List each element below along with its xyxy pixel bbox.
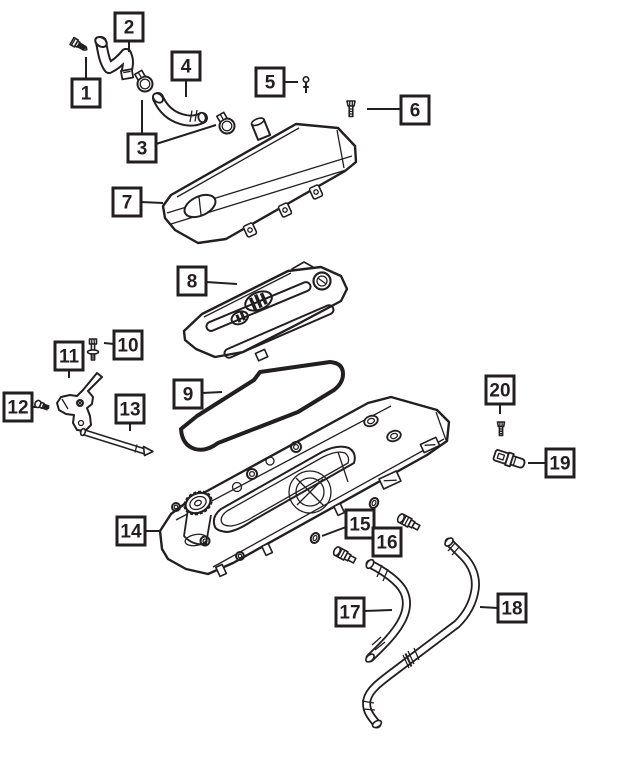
callout-label: 16 <box>376 533 397 554</box>
callout-label: 18 <box>501 599 522 620</box>
valve-cover <box>182 261 349 362</box>
callout-label: 12 <box>7 398 28 419</box>
callout-label: 20 <box>489 381 510 402</box>
breather-hose <box>152 92 208 127</box>
callout-box <box>176 265 208 297</box>
callout-label: 11 <box>59 347 80 368</box>
callout-5: 5 <box>254 66 298 98</box>
callout-14: 14 <box>115 515 159 547</box>
leader-line <box>140 201 164 204</box>
support-bracket <box>56 372 103 432</box>
callout-box <box>111 186 143 218</box>
callout-12: 12 <box>2 391 36 423</box>
callout-18: 18 <box>479 592 528 624</box>
sensor-bolt <box>496 421 506 437</box>
callout-box <box>484 374 516 406</box>
leader-line <box>155 124 217 145</box>
callout-label: 14 <box>120 522 142 543</box>
callout-box <box>70 77 102 109</box>
callout-label: 5 <box>265 73 276 94</box>
callout-box <box>112 329 144 361</box>
callout-box <box>496 592 528 624</box>
stud-bolt <box>86 338 100 361</box>
callout-box <box>334 596 366 628</box>
leader-line <box>205 281 238 285</box>
callout-11: 11 <box>53 340 85 378</box>
leader-line <box>201 391 223 394</box>
callout-label: 6 <box>410 101 421 122</box>
callout-box <box>399 94 431 126</box>
callout-box <box>113 11 145 43</box>
callout-box <box>544 447 576 479</box>
callout-label: 3 <box>137 139 148 160</box>
screw <box>34 399 50 411</box>
callout-1: 1 <box>70 57 102 109</box>
callout-box <box>2 391 34 423</box>
callout-box <box>254 66 286 98</box>
callout-7: 7 <box>111 186 164 218</box>
hose-fitting <box>332 546 357 564</box>
callout-label: 2 <box>124 18 135 39</box>
callout-label: 7 <box>122 193 133 214</box>
callout-label: 8 <box>187 272 198 293</box>
leader-line <box>479 606 499 609</box>
callout-4: 4 <box>170 50 202 97</box>
callout-label: 10 <box>117 336 138 357</box>
rocker-housing <box>158 395 451 578</box>
callout-10: 10 <box>103 329 144 361</box>
callout-box <box>115 515 147 547</box>
cover-emblem <box>230 290 273 326</box>
callout-label: 1 <box>81 84 92 105</box>
callout-box <box>371 526 403 558</box>
oil-drain-tube <box>79 427 154 457</box>
o-ring <box>368 496 380 510</box>
bolt <box>346 100 356 118</box>
callout-label: 17 <box>339 603 360 624</box>
leader-line <box>103 342 115 345</box>
leader-line <box>363 609 393 612</box>
hose-fitting <box>396 513 421 531</box>
callout-19: 19 <box>528 447 576 479</box>
vent-hose-long <box>361 537 480 729</box>
cover-gasket <box>179 360 345 452</box>
callout-15: 15 <box>321 508 376 540</box>
stud-pin <box>302 76 310 93</box>
callout-label: 19 <box>549 454 570 475</box>
callout-17: 17 <box>334 596 393 628</box>
callout-label: 13 <box>119 400 140 421</box>
callout-label: 15 <box>349 515 371 536</box>
callout-13: 13 <box>114 393 146 431</box>
callout-16: 16 <box>371 526 403 558</box>
callout-box <box>126 132 158 164</box>
leader-line <box>321 526 347 537</box>
callout-8: 8 <box>176 265 238 297</box>
o-ring <box>309 531 321 545</box>
callout-2: 2 <box>113 11 145 52</box>
parts-layer <box>34 36 526 729</box>
callout-3: 3 <box>126 100 217 164</box>
callout-box <box>172 378 204 410</box>
pressure-sensor <box>492 449 526 469</box>
callout-box <box>53 340 85 372</box>
callout-20: 20 <box>484 374 516 414</box>
hose-clamp <box>133 69 154 93</box>
breather-cover <box>161 117 358 245</box>
callout-box <box>344 508 376 540</box>
hex-flange-screw <box>69 36 88 52</box>
callout-label: 9 <box>183 385 194 406</box>
hose-clamp <box>215 111 236 135</box>
breather-y-hose <box>94 36 135 81</box>
callout-6: 6 <box>367 94 431 126</box>
callout-box <box>170 50 202 82</box>
vent-hose <box>365 558 411 663</box>
callout-9: 9 <box>172 378 223 410</box>
callout-label: 4 <box>181 57 192 78</box>
callout-box <box>114 393 146 425</box>
